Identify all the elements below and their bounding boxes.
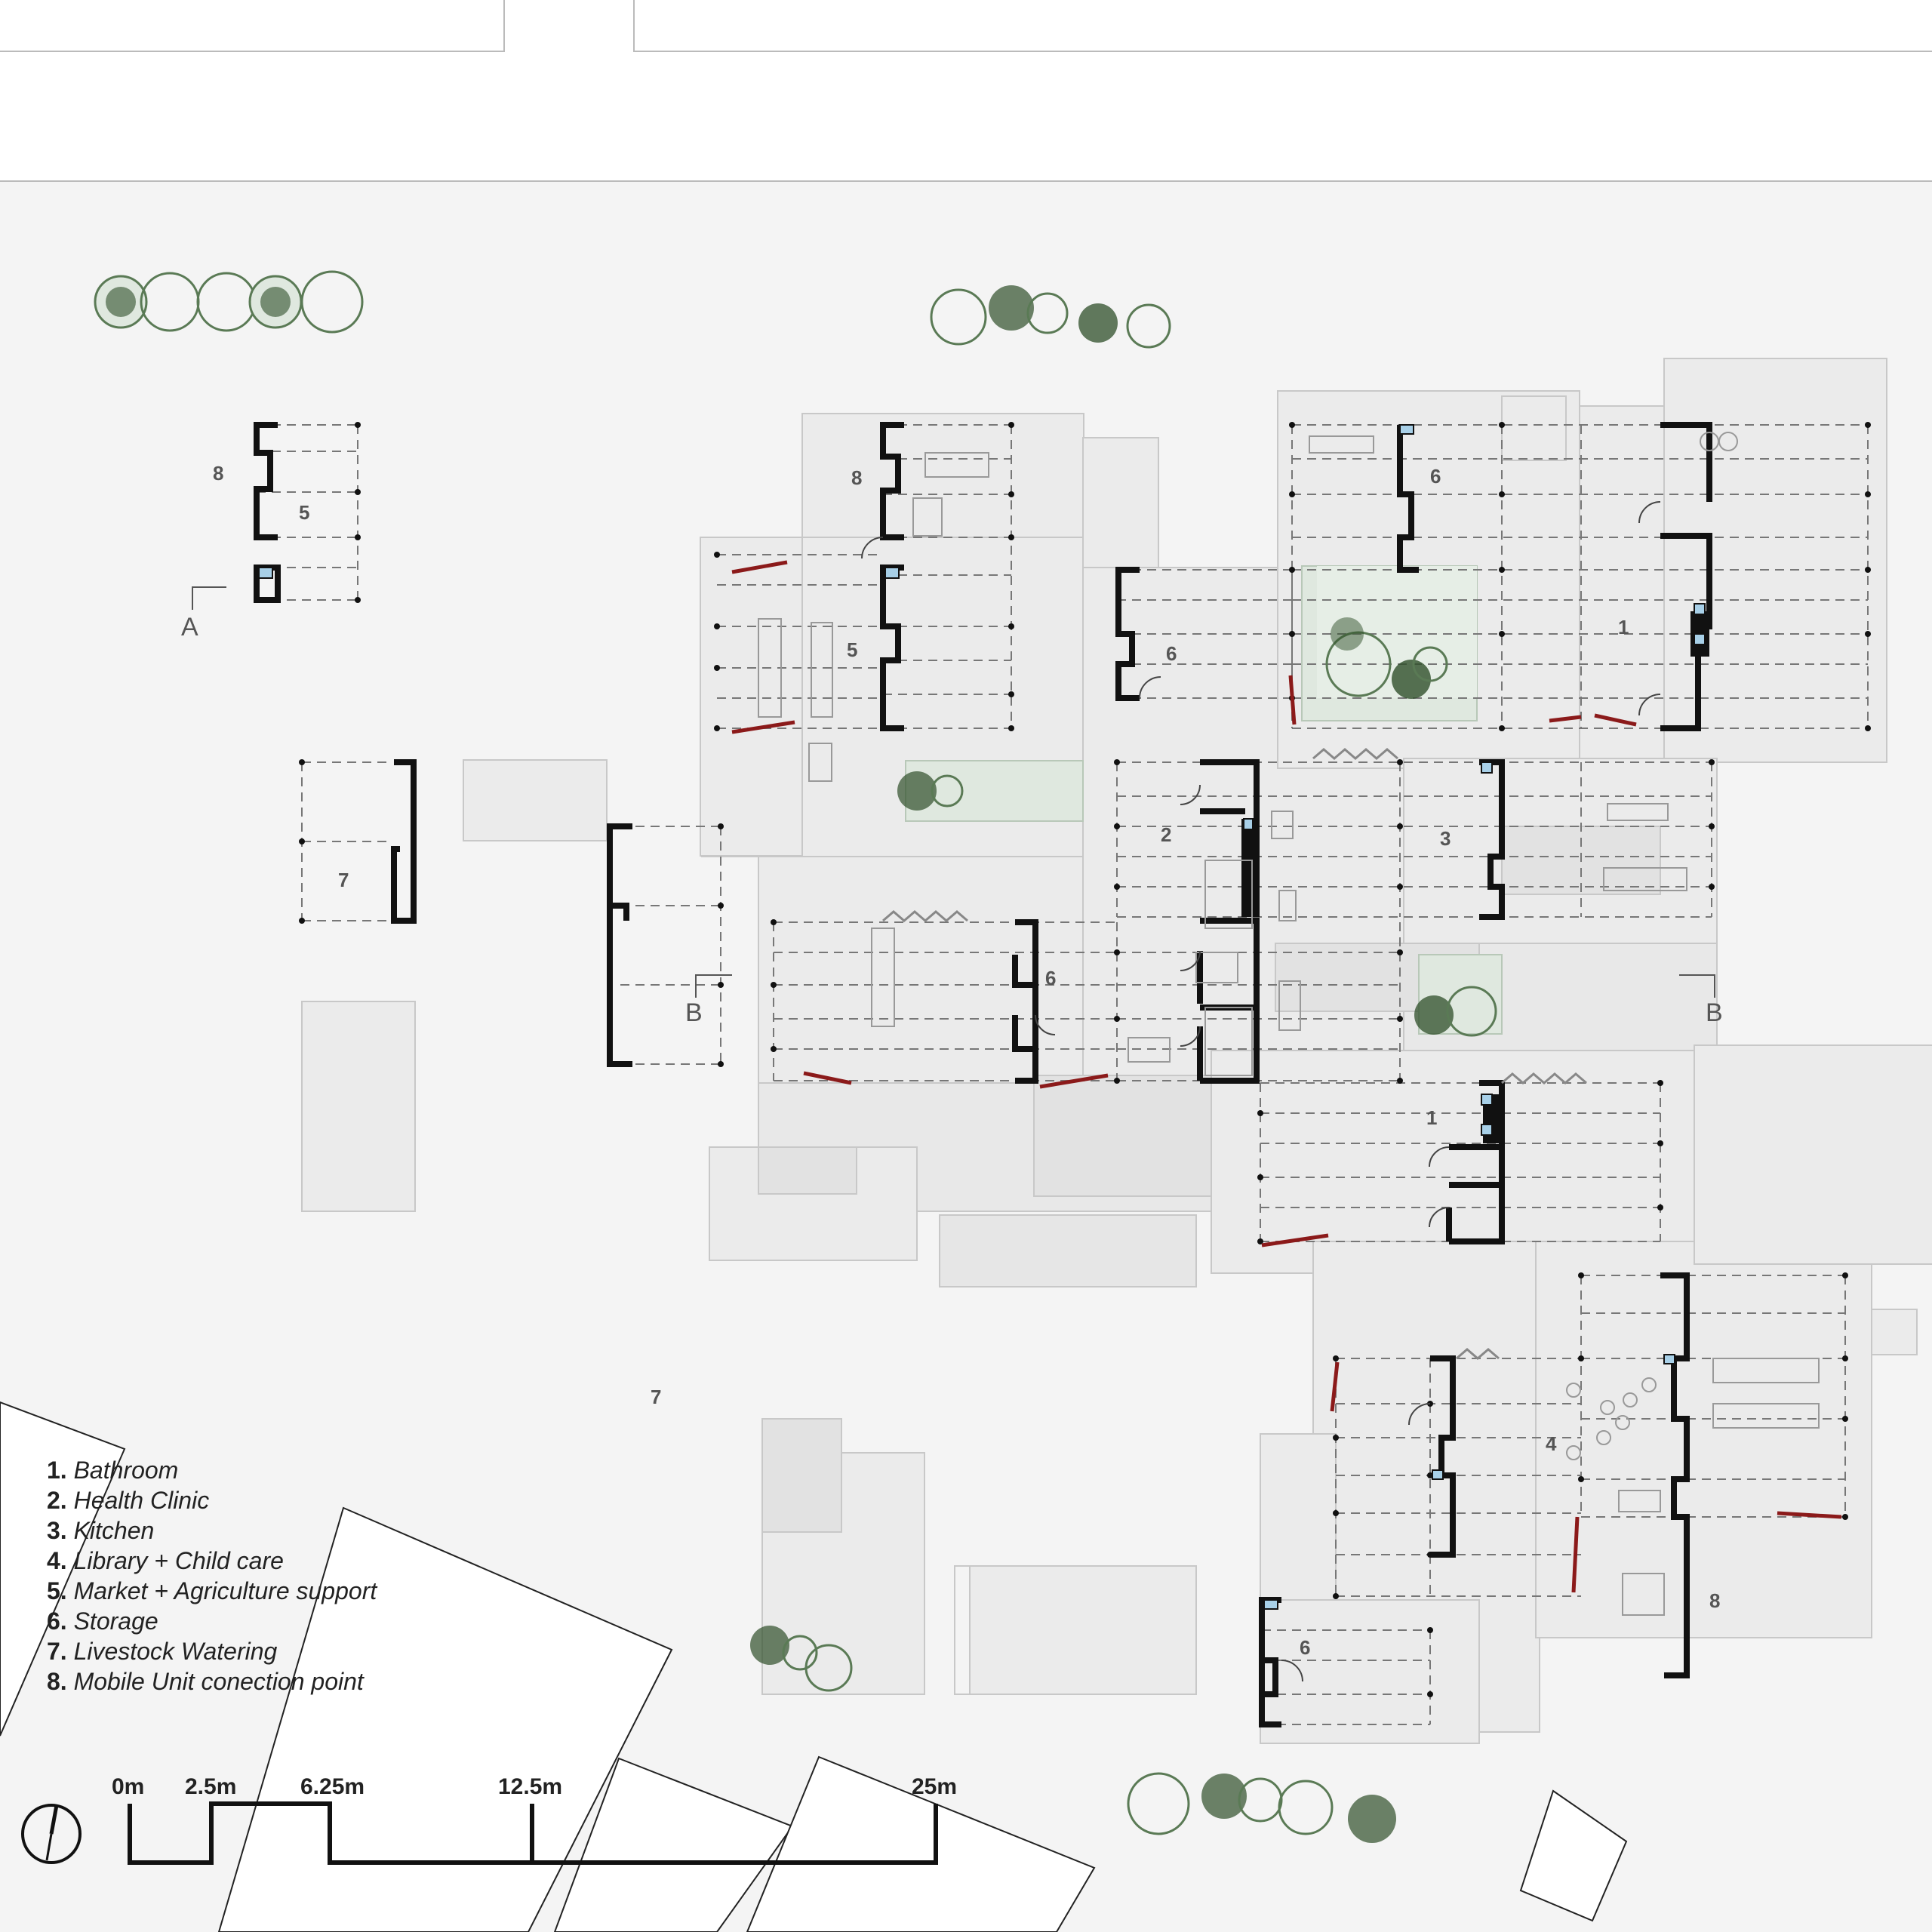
- room-number: 6: [1045, 967, 1056, 989]
- section-marks: [192, 586, 1715, 998]
- room-number: 1: [1618, 616, 1629, 638]
- door-swings: [861, 501, 1661, 1682]
- room-number: 5: [847, 638, 857, 661]
- scale-label: 6.25m: [300, 1774, 365, 1799]
- trees: [94, 270, 1497, 1843]
- library-seating: [1566, 432, 1738, 1460]
- scale-label: 12.5m: [498, 1774, 562, 1799]
- room-number: 6: [1166, 642, 1177, 665]
- zigzag-markers: [882, 748, 1587, 1360]
- tree-cluster-top-middle: [930, 285, 1171, 349]
- legend-item: 3. Kitchen: [47, 1517, 155, 1544]
- north-arrow-icon: [21, 1804, 82, 1864]
- section-mark-a: A: [181, 613, 198, 641]
- room-numbers: 8 5 8 5 6 6 1 7 2 3 6 1 7 4 6 8: [213, 462, 1720, 1659]
- room-number: 7: [338, 869, 349, 891]
- tree-cluster-bottom-middle: [1127, 1772, 1396, 1843]
- scale-label: 25m: [912, 1774, 957, 1799]
- room-number: 2: [1161, 823, 1171, 846]
- furniture: [758, 435, 1820, 1616]
- room-number: 5: [299, 501, 309, 524]
- plumbing-fixtures: [258, 424, 1706, 1610]
- tree-cluster-bottom-left: [750, 1626, 853, 1692]
- grid-dots: [299, 422, 1871, 1697]
- legend-item: 5. Market + Agriculture support: [47, 1577, 377, 1604]
- structural-grid: [257, 424, 1869, 1725]
- room-number: 7: [651, 1386, 661, 1408]
- room-number: 1: [1426, 1106, 1437, 1129]
- room-number: 6: [1430, 465, 1441, 488]
- legend-item: 2. Health Clinic: [47, 1487, 210, 1514]
- legend-item: 8. Mobile Unit conection point: [47, 1668, 364, 1695]
- red-openings: [731, 560, 1842, 1593]
- top-boundary-left: [0, 0, 505, 52]
- legend: 1. Bathroom 2. Health Clinic 3. Kitchen …: [47, 1455, 377, 1697]
- tree-cluster-courtyard-top: [1325, 617, 1448, 699]
- legend-item: 6. Storage: [47, 1607, 158, 1635]
- room-number: 6: [1300, 1636, 1310, 1659]
- tree-cluster-courtyard-centre: [1414, 986, 1497, 1037]
- legend-item: 4. Library + Child care: [47, 1547, 284, 1574]
- room-number: 8: [213, 462, 223, 485]
- section-mark-b-left: B: [685, 998, 703, 1027]
- section-mark-b-right: B: [1706, 998, 1723, 1027]
- legend-item: 7. Livestock Watering: [47, 1638, 278, 1665]
- tree-cluster-top-left: [94, 270, 364, 334]
- room-number: 8: [851, 466, 862, 489]
- tree-cluster-courtyard-left: [897, 771, 964, 811]
- scale-label: 0m: [112, 1774, 144, 1799]
- scale-bar: 0m 2.5m 6.25m 12.5m 25m: [112, 1774, 957, 1865]
- room-number: 4: [1546, 1432, 1557, 1455]
- legend-item: 1. Bathroom: [47, 1457, 179, 1484]
- top-boundary-right: [633, 0, 1932, 52]
- room-number: 8: [1709, 1589, 1720, 1612]
- scale-label: 2.5m: [185, 1774, 236, 1799]
- room-number: 3: [1440, 827, 1451, 850]
